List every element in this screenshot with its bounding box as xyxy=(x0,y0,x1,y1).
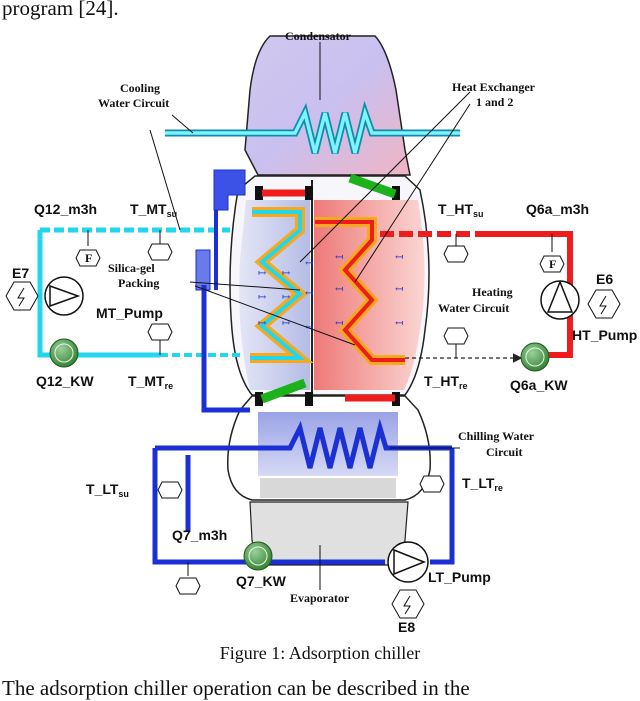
energy-meter-e6-icon xyxy=(587,289,621,319)
flow-sensor-q7 xyxy=(175,562,201,595)
tag-t-lt-re: T_LTre xyxy=(462,475,503,493)
svg-text:↤: ↤ xyxy=(395,318,403,329)
leader-lines xyxy=(149,42,471,590)
temp-sensor-ht-su xyxy=(443,234,469,263)
flow-sensor-q12: F xyxy=(75,230,101,267)
svg-text:↤: ↤ xyxy=(395,284,403,295)
svg-text:↤: ↤ xyxy=(335,252,343,263)
refrigerant-pipe xyxy=(195,169,250,413)
page-text-bottom: The adsorption chiller operation can be … xyxy=(2,676,470,700)
lt-pump-icon xyxy=(387,541,429,583)
tag-q12-kw: Q12_KW xyxy=(36,373,94,389)
mt-pump-icon xyxy=(44,276,84,316)
temp-sensor-lt-su xyxy=(157,481,183,499)
svg-text:F: F xyxy=(549,257,556,271)
energy-meter-e7-icon xyxy=(5,281,39,311)
tag-e7: E7 xyxy=(12,265,29,281)
evaporator-base xyxy=(249,501,409,566)
svg-text:↤: ↤ xyxy=(395,252,403,263)
vapor-flow-arrows: ↦ ↦ ↦ ↦ ↦ ↦ ↤ ↤ ↤ ↤ ↤ ↤ ↤ ↤ ↤ xyxy=(258,252,403,333)
tag-t-ht-re: T_HTre xyxy=(424,373,468,391)
ht-pump-icon xyxy=(540,279,580,320)
tag-q12-m3h: Q12_m3h xyxy=(34,201,97,217)
svg-text:↦: ↦ xyxy=(258,318,266,329)
flow-sensor-q6a: F xyxy=(539,234,565,273)
svg-text:↤: ↤ xyxy=(305,322,313,333)
tag-t-lt-su: T_LTsu xyxy=(86,481,129,499)
valve-block xyxy=(392,186,400,200)
tag-ht-pump: HT_Pump xyxy=(572,327,637,343)
label-heating-1: Heating xyxy=(472,285,513,299)
temp-sensor-mt-re xyxy=(147,323,173,355)
label-cooling-1: Cooling xyxy=(120,81,160,95)
page-text-top: program [24]. xyxy=(2,0,119,20)
label-cooling-2: Water Circuit xyxy=(98,96,169,110)
condenser-chamber xyxy=(244,35,411,176)
tag-q6a-m3h: Q6a_m3h xyxy=(526,201,589,217)
valve-block xyxy=(305,392,313,406)
svg-text:↦: ↦ xyxy=(282,292,290,303)
energy-meter-e8-icon xyxy=(391,589,425,619)
valve-block xyxy=(392,392,400,406)
tag-q7-m3h: Q7_m3h xyxy=(172,527,227,543)
temp-sensor-mt-su xyxy=(147,230,173,261)
svg-text:↦: ↦ xyxy=(258,292,266,303)
tag-t-mt-su: T_MTsu xyxy=(130,201,177,219)
chilling-water-circuit xyxy=(152,418,455,565)
label-hx-2: 1 and 2 xyxy=(476,95,513,109)
label-chilling-2: Circuit xyxy=(486,445,522,459)
figure-caption: Figure 1: Adsorption chiller xyxy=(219,643,421,663)
tag-t-mt-re: T_MTre xyxy=(128,373,173,391)
label-silica-1: Silica-gel xyxy=(108,261,155,275)
evaporator-sump xyxy=(260,478,396,498)
label-evaporator: Evaporator xyxy=(290,591,350,605)
tag-mt-pump: MT_Pump xyxy=(96,305,163,321)
label-heating-2: Water Circuit xyxy=(438,301,509,315)
tag-lt-pump: LT_Pump xyxy=(428,569,491,585)
svg-text:↦: ↦ xyxy=(282,318,290,329)
valve-block xyxy=(255,186,263,200)
tag-e6: E6 xyxy=(596,271,613,287)
tag-q7-kw: Q7_KW xyxy=(236,573,287,589)
temp-sensor-lt-re xyxy=(419,475,445,493)
kw-meter-q7-icon xyxy=(243,541,273,571)
label-silica-2: Packing xyxy=(118,276,159,290)
adsorber-left-chamber xyxy=(239,200,310,390)
svg-text:↤: ↤ xyxy=(335,318,343,329)
label-chilling-1: Chilling Water xyxy=(458,429,535,443)
svg-text:↦: ↦ xyxy=(282,268,290,279)
valve-flap-open xyxy=(348,173,397,199)
valve-block xyxy=(305,186,313,200)
cooling-water-circuit xyxy=(37,100,460,363)
svg-text:↦: ↦ xyxy=(258,268,266,279)
svg-text:↤: ↤ xyxy=(335,284,343,295)
kw-meter-q12-icon xyxy=(49,338,79,368)
kw-meter-q6a-icon xyxy=(520,342,550,372)
tag-e8: E8 xyxy=(398,619,415,635)
tag-q6a-kw: Q6a_KW xyxy=(510,377,568,393)
label-condensator: Condensator xyxy=(285,29,352,43)
temp-sensor-ht-re xyxy=(443,327,469,358)
svg-text:F: F xyxy=(85,251,92,265)
valve-flap-open xyxy=(260,378,307,404)
tag-t-ht-su: T_HTsu xyxy=(438,201,484,219)
svg-text:↤: ↤ xyxy=(305,258,313,269)
svg-text:↤: ↤ xyxy=(305,288,313,299)
label-hx-1: Heat Exchanger xyxy=(452,80,536,94)
valve-block xyxy=(255,392,263,406)
